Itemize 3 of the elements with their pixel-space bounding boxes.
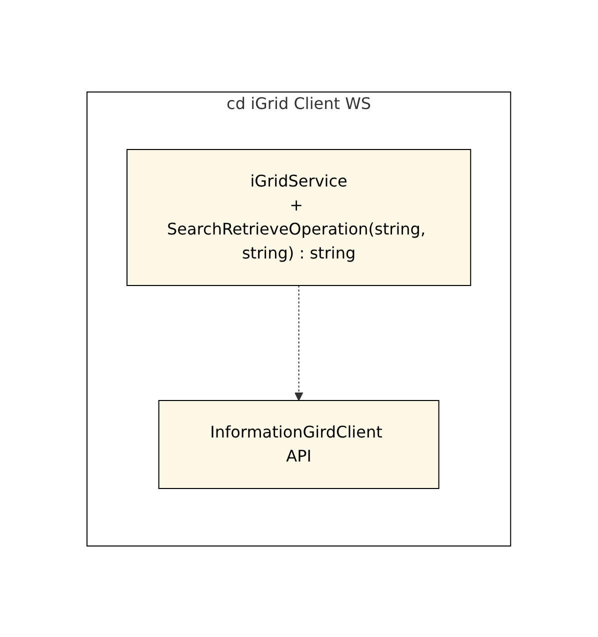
node-box: InformationGirdClient API xyxy=(158,400,440,488)
node-box: iGridService + SearchRetrieveOperation(string, string) : string xyxy=(126,148,472,286)
arrow xyxy=(294,284,304,400)
